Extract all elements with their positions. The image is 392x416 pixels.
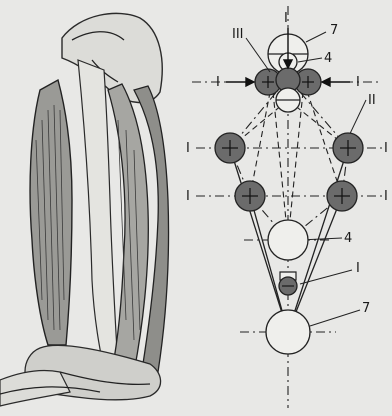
label-II: II [368,93,376,108]
label-I-left-top: I [216,75,220,90]
schematic [192,6,384,408]
label-7-bottom: 7 [362,301,370,316]
label-4-mid: 4 [344,231,352,246]
label-I-right-low: I [384,189,388,204]
label-I-left-low: I [186,189,190,204]
label-7-top: 7 [330,23,338,38]
label-I-left-mid: I [186,141,190,156]
arm-muscle-illustration [0,13,169,406]
label-I-right-mid: I [384,141,388,156]
label-I-low: I [356,261,360,276]
label-I-top: I [284,11,288,26]
bottom-circle-7 [266,310,310,354]
small-capsule [279,272,297,295]
label-III: III [232,27,244,42]
label-I-right-top: I [356,75,360,90]
mid-circle-4 [268,220,308,260]
label-4-top: 4 [324,51,332,66]
